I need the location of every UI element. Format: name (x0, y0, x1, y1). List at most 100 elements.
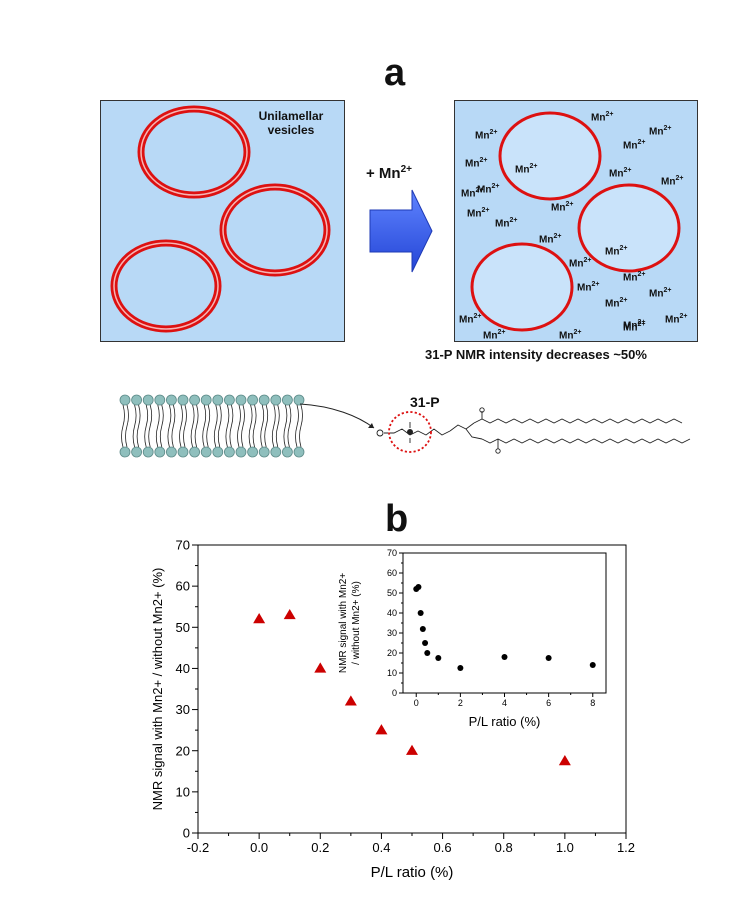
lipid-tail (180, 404, 183, 427)
lipid-tail (264, 425, 267, 448)
x-tick-label: 0.4 (372, 840, 390, 855)
manganese-ion-label: Mn2+ (515, 163, 538, 176)
y-tick-label: 70 (387, 548, 397, 558)
y-tick-label: 20 (176, 743, 190, 758)
manganese-ion-label: Mn2+ (591, 111, 614, 124)
add-manganese-label: + Mn2+ (366, 164, 412, 182)
manganese-ion-label: Mn2+ (623, 321, 646, 334)
y-tick-label: 0 (183, 826, 190, 841)
data-point-circle (457, 665, 464, 671)
manganese-ion-label: Mn2+ (623, 319, 646, 332)
vesicles-box-before: Unilamellar vesicles (100, 100, 345, 342)
lipid-tail (207, 404, 211, 427)
manganese-ion-label: Mn2+ (483, 329, 506, 342)
y-tick-label: 20 (387, 648, 397, 658)
lipid-headgroup (270, 446, 282, 458)
manganese-ion-label: Mn2+ (559, 329, 582, 342)
x-tick-label: 2 (458, 698, 463, 708)
lipid-tail (161, 404, 164, 427)
lipid-tail (229, 425, 232, 448)
lipid-tail (167, 425, 170, 448)
data-point-triangle (314, 662, 327, 673)
lipid-headgroup (224, 446, 235, 458)
lipid-tail (134, 404, 137, 427)
lipid-tail (159, 425, 163, 448)
lipid-tail (157, 404, 160, 427)
manganese-ion-label: Mn2+ (495, 217, 518, 230)
vesicles-after-drawing (470, 111, 681, 332)
lipid-tail (254, 404, 257, 427)
lipid-tail (126, 404, 129, 427)
data-point-circle (501, 654, 508, 660)
x-tick-label: 0.8 (495, 840, 513, 855)
lipid-headgroup (131, 446, 143, 458)
lipid-tail (271, 425, 275, 448)
manganese-ion-label: Mn2+ (461, 187, 484, 200)
manganese-ion-label: Mn2+ (623, 271, 646, 284)
lipid-tail (275, 425, 279, 448)
lipid-tail (125, 425, 128, 448)
manganese-ion-label: Mn2+ (605, 297, 628, 310)
lipid-headgroup (177, 446, 189, 458)
nmr-intensity-caption: 31-P NMR intensity decreases ~50% (425, 347, 647, 362)
lipid-tail (227, 404, 230, 427)
lipid-tail (202, 425, 205, 448)
lipid-headgroup (281, 446, 293, 458)
lipid-tail (287, 425, 290, 448)
lipid-bilayer-drawing (119, 394, 375, 458)
manganese-ion-label: Mn2+ (605, 245, 628, 258)
x-tick-label: -0.2 (187, 840, 209, 855)
lipid-tail (261, 404, 265, 427)
inset-y-axis-label-line1: NMR signal with Mn2+ (338, 573, 349, 673)
lipid-tail (300, 404, 303, 427)
y-axis-label: NMR signal with Mn2+ / without Mn2+ (%) (150, 568, 165, 811)
lipid-tail (203, 404, 207, 427)
x-tick-label: 4 (502, 698, 507, 708)
lipid-tail (192, 404, 195, 427)
manganese-ion-label: Mn2+ (467, 207, 490, 220)
lipid-headgroup (142, 446, 154, 458)
x-tick-label: 6 (546, 698, 551, 708)
lipid-tail (196, 404, 199, 427)
lipid-headgroup (293, 394, 305, 406)
lipid-headgroup (235, 446, 247, 458)
lipid-headgroup (119, 446, 131, 458)
manganese-ion-label: Mn2+ (477, 183, 500, 196)
y-tick-label: 10 (176, 784, 190, 799)
lipid-tail (238, 404, 241, 427)
lipid-tail (194, 425, 197, 448)
x-tick-label: 0.2 (311, 840, 329, 855)
y-tick-label: 30 (176, 702, 190, 717)
data-point-circle (424, 650, 431, 656)
lipid-tail (296, 404, 299, 427)
manganese-ion-label: Mn2+ (459, 313, 482, 326)
lipid-tail (283, 425, 286, 448)
manganese-ion-label: Mn2+ (551, 201, 574, 214)
lipid-tail (231, 404, 234, 427)
lipid-tail (144, 425, 147, 448)
manganese-ion-label: Mn2+ (539, 233, 562, 246)
vesicle-after-1 (498, 111, 602, 201)
vesicles-before-drawing (110, 105, 331, 333)
data-point-triangle (406, 744, 418, 755)
lipid-headgroup (166, 394, 177, 406)
lipid-headgroup (270, 394, 282, 406)
inset-plot-frame (402, 552, 607, 694)
lipid-headgroup (247, 446, 259, 458)
connector-line (299, 403, 375, 429)
manganese-ion-label: Mn2+ (649, 125, 672, 138)
lipid-tail (206, 425, 209, 448)
lipid-tail (169, 404, 172, 427)
lipid-tail (136, 425, 139, 448)
y-tick-label: 60 (176, 579, 190, 594)
x-tick-label: 0 (414, 698, 419, 708)
data-point-triangle (558, 755, 571, 766)
lipid-tail (225, 425, 228, 448)
y-tick-label: 30 (387, 628, 397, 638)
y-tick-label: 50 (176, 620, 190, 635)
vesicle-after-2 (577, 183, 681, 273)
manganese-ion-label: Mn2+ (623, 139, 646, 152)
lipid-tail (132, 425, 135, 448)
lipid-tail (171, 425, 174, 448)
x-axis-label: P/L ratio (%) (469, 714, 541, 729)
